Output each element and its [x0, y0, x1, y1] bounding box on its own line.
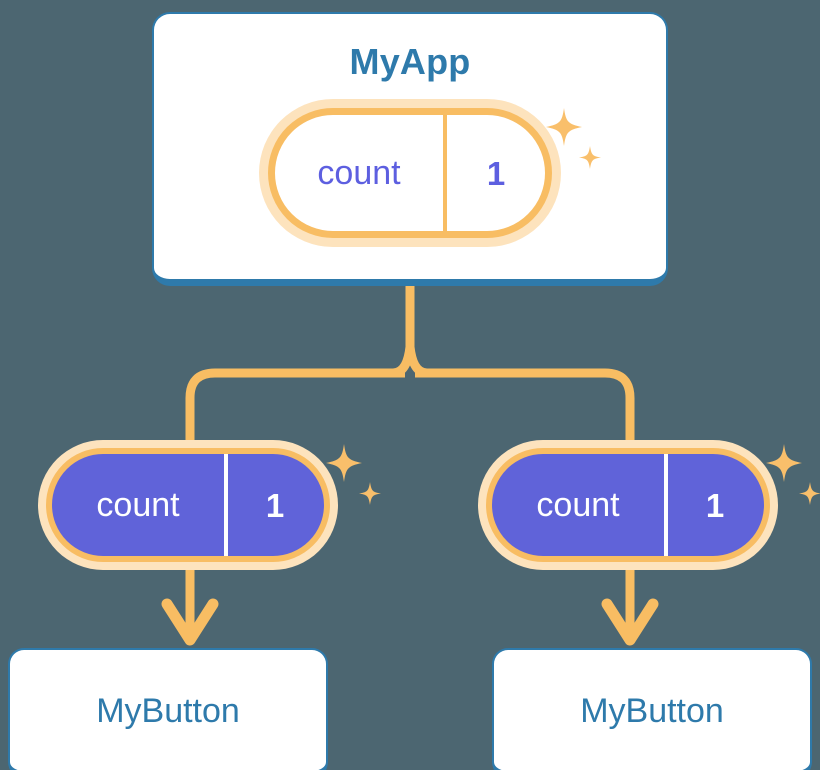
arrow-down-left [161, 566, 219, 646]
arrow-down-right [601, 566, 659, 646]
state-key-root: count [275, 115, 447, 231]
state-value-root: 1 [486, 154, 506, 192]
component-card-mybutton-left[interactable]: MyButton [8, 648, 328, 770]
connector-branch-right [415, 368, 635, 452]
state-value-child-right: 1 [705, 486, 725, 524]
state-badge-root[interactable]: count 1 [268, 108, 552, 238]
state-pill-child-left[interactable]: count 1 [46, 448, 330, 562]
component-title-mybutton-right: MyButton [580, 691, 724, 730]
state-value-child-left: 1 [265, 486, 285, 524]
component-card-mybutton-right[interactable]: MyButton [492, 648, 812, 770]
connector-branch-left [185, 368, 405, 452]
state-pill-root[interactable]: count 1 [268, 108, 552, 238]
state-badge-child-right[interactable]: count 1 [486, 448, 770, 562]
state-badge-child-left[interactable]: count 1 [46, 448, 330, 562]
state-pill-child-right[interactable]: count 1 [486, 448, 770, 562]
connector-junction-fillet [392, 346, 428, 378]
component-card-myapp[interactable]: MyApp [152, 12, 668, 286]
component-title-myapp: MyApp [349, 41, 471, 82]
state-key-child-left: count [52, 454, 228, 556]
state-key-child-right: count [492, 454, 668, 556]
component-title-mybutton-left: MyButton [96, 691, 240, 730]
